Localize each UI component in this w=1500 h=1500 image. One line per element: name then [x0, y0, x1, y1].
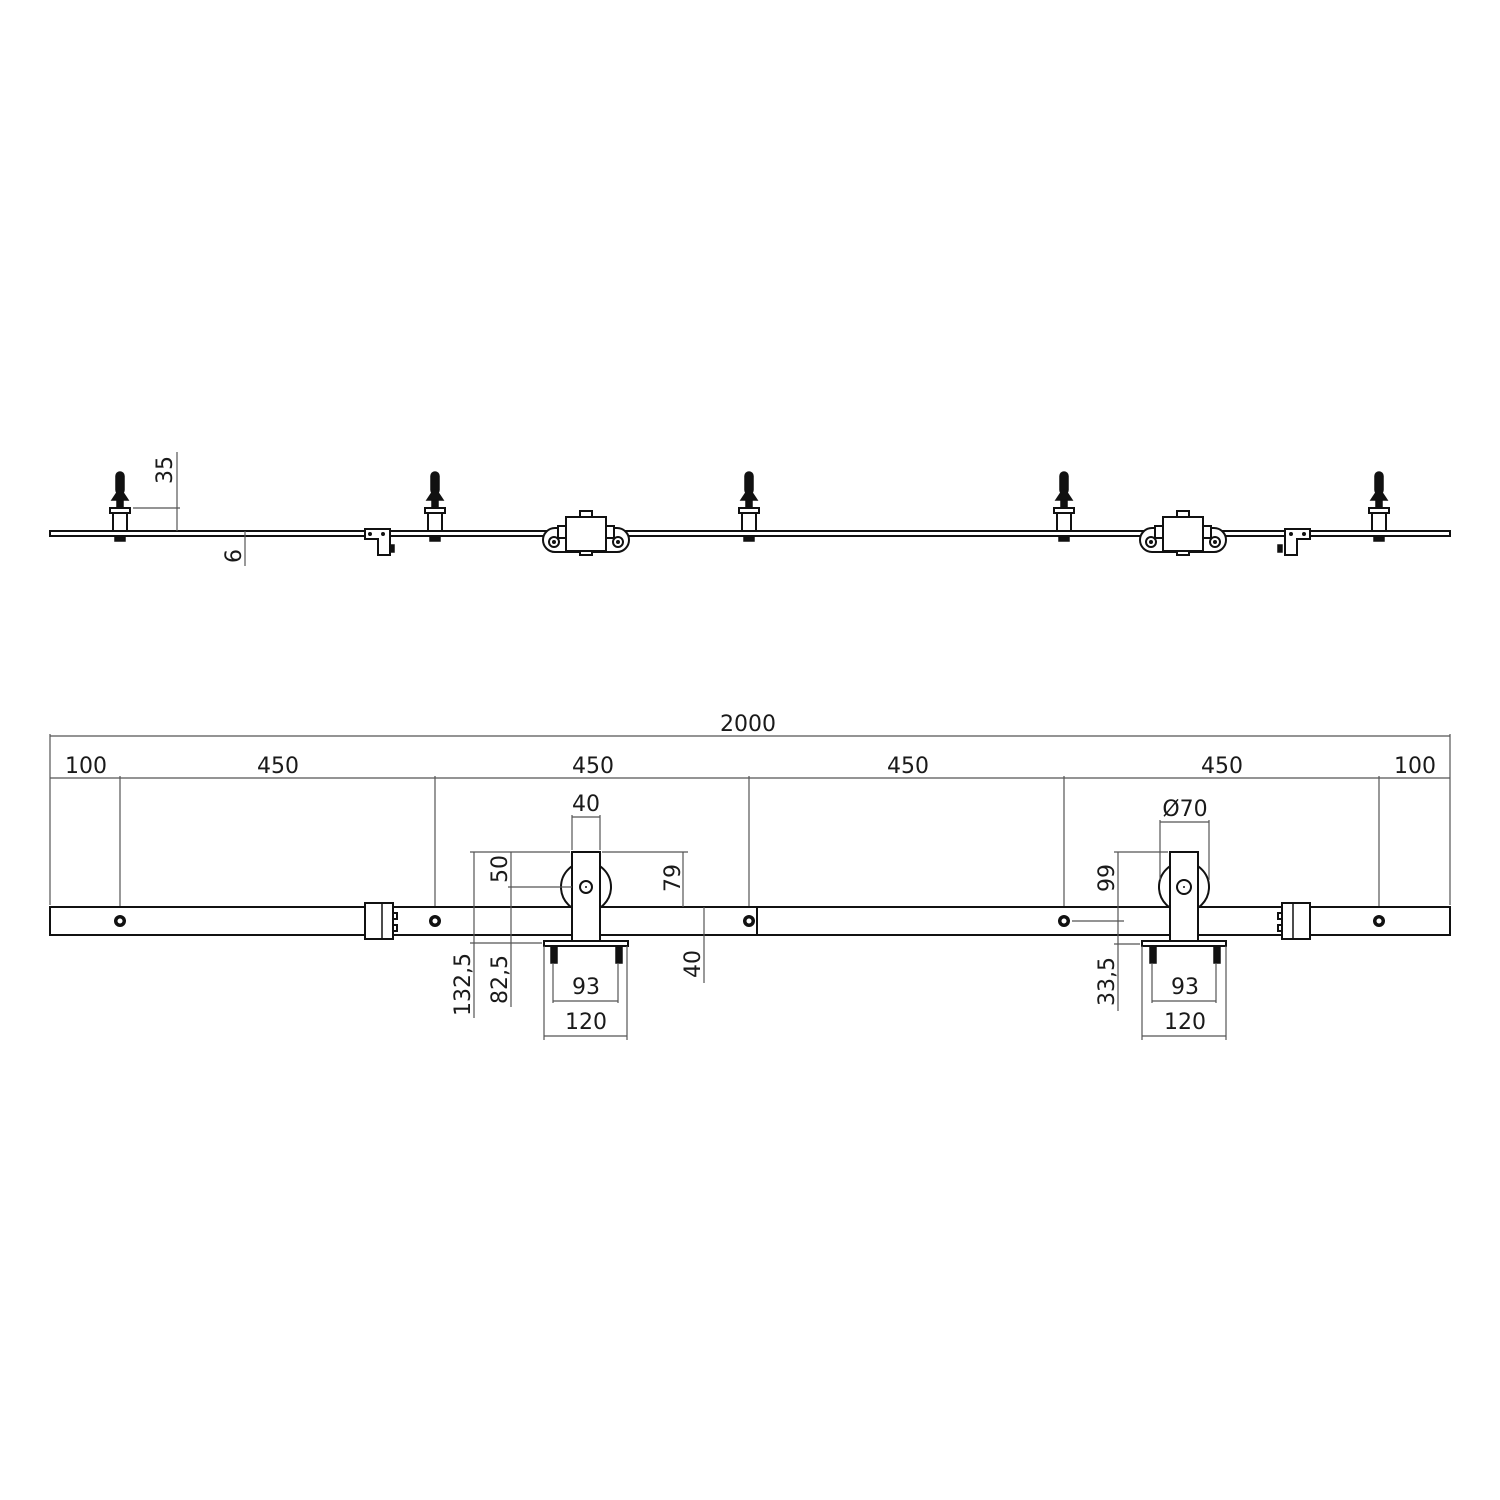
dim-segment: 450 — [887, 754, 929, 779]
hanger-strap — [571, 851, 601, 942]
screw-hole — [1373, 915, 1385, 927]
dim-wheel-center: 50 — [488, 855, 513, 883]
wall-anchor — [424, 471, 446, 542]
dim-rail-thickness: 6 — [222, 549, 247, 563]
front-elevation-view: 2000 100 450 450 450 450 100 — [49, 712, 1451, 1040]
dim-wheel-diameter: Ø70 — [1162, 797, 1207, 822]
dim-plate-offset: 33,5 — [1095, 957, 1120, 1006]
screw-hole — [743, 915, 755, 927]
bolt — [1149, 945, 1157, 964]
dim-rail-height: 40 — [681, 950, 706, 978]
screw-hole — [114, 915, 126, 927]
dim-segment: 100 — [65, 754, 107, 779]
door-stopper — [1277, 528, 1311, 556]
roller-hanger-side — [1139, 510, 1227, 556]
dim-overall-length: 2000 — [720, 712, 776, 737]
dim-plate-width-right: 120 — [1164, 1010, 1206, 1035]
dim-segment: 450 — [257, 754, 299, 779]
dim-strap-width: 40 — [572, 792, 600, 817]
roller-hanger-right — [1141, 851, 1227, 964]
dim-total-height-right: 99 — [1095, 864, 1120, 892]
dim-bolt-spacing-right: 93 — [1171, 975, 1199, 1000]
hanger-strap — [1169, 851, 1199, 942]
wall-anchor — [1368, 471, 1390, 542]
side-profile-view: 35 6 — [49, 452, 1451, 566]
dim-plate-width: 120 — [565, 1010, 607, 1035]
dim-wheel-to-plate: 82,5 — [488, 955, 513, 1004]
dim-segment: 450 — [572, 754, 614, 779]
dim-segment: 450 — [1201, 754, 1243, 779]
door-stopper-front — [1277, 902, 1311, 940]
dim-segment: 100 — [1394, 754, 1436, 779]
bolt — [1213, 945, 1221, 964]
screw-hole — [1058, 915, 1070, 927]
screw-hole — [429, 915, 441, 927]
wall-anchor — [1053, 471, 1075, 542]
wall-anchor — [738, 471, 760, 542]
bolt — [615, 945, 623, 964]
door-stopper — [364, 528, 395, 556]
wall-anchor — [109, 471, 131, 542]
roller-hanger-side — [542, 510, 630, 556]
bolt — [550, 945, 558, 964]
roller-hanger-left — [543, 851, 629, 964]
dim-total-height: 132,5 — [451, 953, 476, 1016]
dim-bolt-spacing: 93 — [572, 975, 600, 1000]
dim-anchor-height: 35 — [153, 456, 178, 484]
door-stopper-front — [364, 902, 398, 940]
dim-strap-above-rail: 79 — [661, 864, 686, 892]
